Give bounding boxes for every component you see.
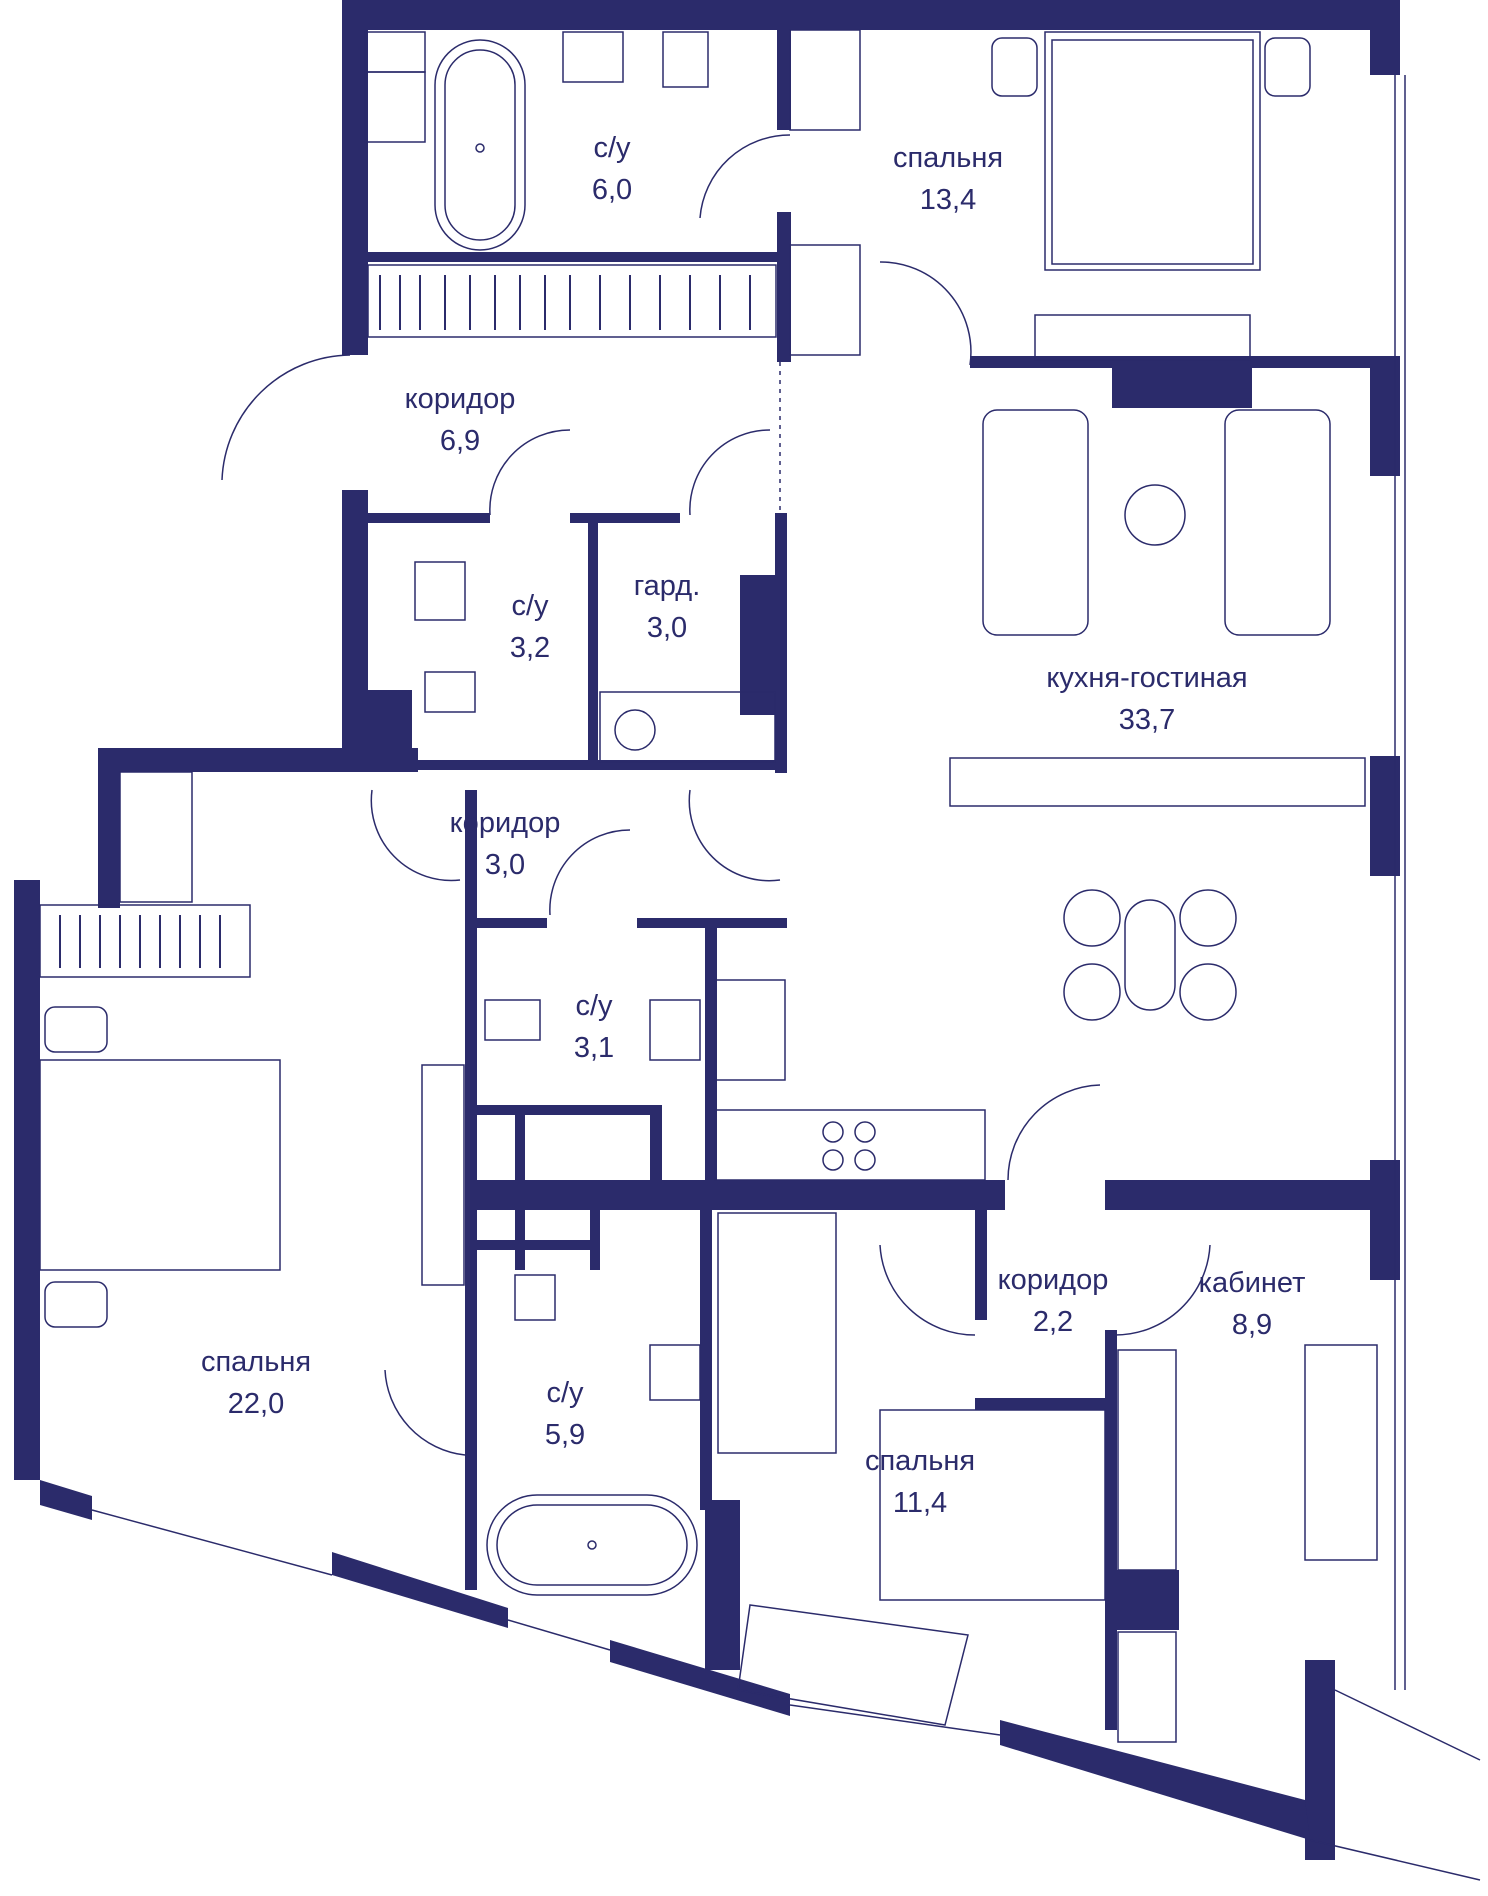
room-area: 3,2 xyxy=(509,632,551,664)
room-label-kitchen-living: кухня-гостиная 33,7 xyxy=(1046,657,1247,741)
room-area: 11,4 xyxy=(892,1487,948,1519)
room-area: 3,1 xyxy=(573,1032,615,1064)
room-area: 6,0 xyxy=(591,174,633,206)
room-name: коридор xyxy=(997,1264,1109,1296)
room-name: кухня-гостиная xyxy=(1046,662,1248,694)
room-label-bedroom-bottom: спальня 11,4 xyxy=(865,1440,975,1524)
room-name: спальня xyxy=(864,1445,976,1477)
room-label-wc-mid: с/у 3,1 xyxy=(574,985,614,1069)
room-name: гард. xyxy=(633,570,701,602)
room-label-corridor-small: коридор 2,2 xyxy=(998,1259,1109,1343)
room-label-wc-small: с/у 3,2 xyxy=(510,585,550,669)
room-label-bedroom-large: спальня 22,0 xyxy=(201,1341,311,1425)
closet-hangers xyxy=(59,275,751,968)
room-area: 3,0 xyxy=(646,612,688,644)
room-name: коридор xyxy=(449,807,561,839)
room-name: с/у xyxy=(593,132,631,164)
walls xyxy=(14,0,1400,1860)
room-area: 2,2 xyxy=(1032,1306,1074,1338)
room-label-study: кабинет 8,9 xyxy=(1199,1262,1306,1346)
room-name: коридор xyxy=(404,383,516,415)
room-area: 5,9 xyxy=(544,1419,586,1451)
room-label-corridor-mid: коридор 3,0 xyxy=(450,802,561,886)
room-area: 22,0 xyxy=(227,1388,285,1420)
room-label-bedroom-top: спальня 13,4 xyxy=(893,137,1003,221)
thin-lines xyxy=(39,29,1481,1881)
room-area: 33,7 xyxy=(1118,704,1176,736)
room-area: 8,9 xyxy=(1231,1309,1273,1341)
room-label-wardrobe: гард. 3,0 xyxy=(634,565,701,649)
room-area: 13,4 xyxy=(919,184,977,216)
room-name: кабинет xyxy=(1198,1267,1306,1299)
room-label-bath-top: с/у 6,0 xyxy=(592,127,632,211)
room-label-corridor-top: коридор 6,9 xyxy=(405,378,516,462)
room-name: с/у xyxy=(546,1377,584,1409)
room-name: спальня xyxy=(200,1346,312,1378)
room-area: 6,9 xyxy=(439,425,481,457)
room-name: с/у xyxy=(511,590,549,622)
room-name: с/у xyxy=(575,990,613,1022)
room-name: спальня xyxy=(892,142,1004,174)
room-area: 3,0 xyxy=(484,849,526,881)
room-label-bath-bottom: с/у 5,9 xyxy=(545,1372,585,1456)
